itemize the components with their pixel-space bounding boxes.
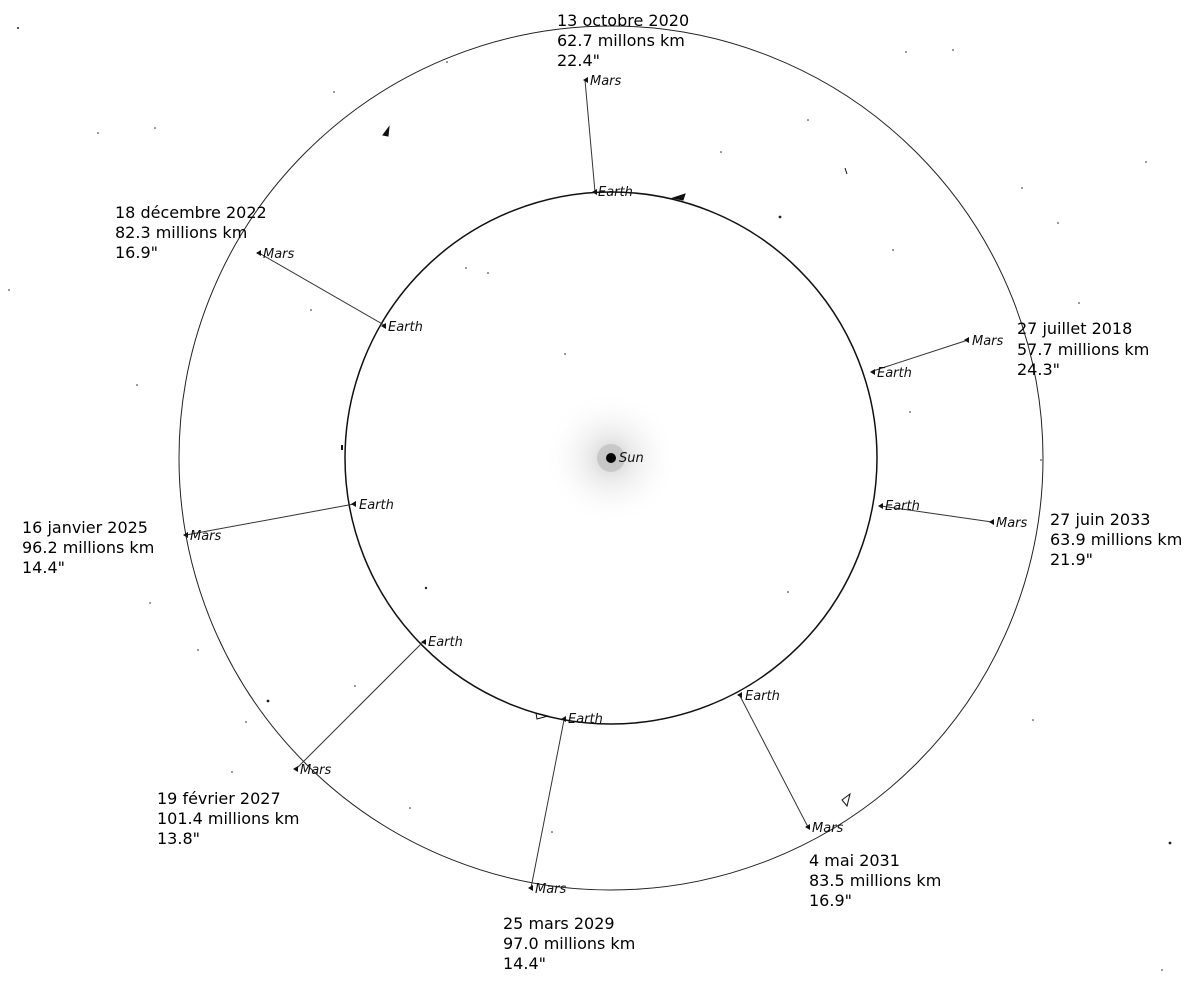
opposition-label-2031: 4 mai 2031 83.5 millions km 16.9" (809, 851, 941, 910)
svg-text:Earth: Earth (428, 635, 463, 650)
svg-text:16.9": 16.9" (115, 243, 158, 262)
mars-marker-2025: Mars (183, 529, 222, 544)
svg-text:19 février 2027: 19 février 2027 (157, 789, 281, 808)
svg-text:27 juin 2033: 27 juin 2033 (1050, 510, 1150, 529)
background-stars (8, 27, 1172, 971)
svg-text:Mars: Mars (996, 516, 1028, 531)
earth-marker-2018: Earth (870, 366, 912, 381)
earth-positions: Earth Earth Earth Earth Earth Earth Eart… (351, 185, 920, 727)
svg-text:Earth: Earth (388, 320, 423, 335)
svg-text:Mars: Mars (972, 334, 1004, 349)
earth-marker-2020: Earth (592, 185, 633, 200)
svg-text:Earth: Earth (745, 689, 780, 704)
svg-text:57.7 millions km: 57.7 millions km (1017, 340, 1149, 359)
earth-marker-2033: Earth (878, 499, 920, 514)
opposition-label-2020: 13 octobre 2020 62.7 millons km 22.4" (557, 11, 689, 70)
opposition-label-2027: 19 février 2027 101.4 millions km 13.8" (157, 789, 299, 848)
svg-text:Mars: Mars (590, 74, 622, 89)
mars-orbit (178, 25, 1044, 891)
svg-text:62.7 millons km: 62.7 millons km (557, 31, 685, 50)
svg-text:24.3": 24.3" (1017, 360, 1060, 379)
sun-label: Sun (619, 451, 644, 466)
opposition-label-2029: 25 mars 2029 97.0 millions km 14.4" (503, 914, 635, 973)
svg-text:Mars: Mars (190, 529, 222, 544)
svg-text:Earth: Earth (877, 366, 912, 381)
sun-disk (606, 453, 616, 463)
opposition-label-2022: 18 décembre 2022 82.3 millions km 16.9" (115, 203, 267, 262)
opposition-label-2018: 27 juillet 2018 57.7 millions km 24.3" (1017, 319, 1149, 379)
svg-text:27 juillet 2018: 27 juillet 2018 (1017, 319, 1132, 338)
mars-marker-2022: Mars (256, 247, 295, 262)
mars-marker-2029: Mars (528, 882, 567, 897)
mars-marker-2033: Mars (989, 516, 1028, 531)
svg-text:Mars: Mars (263, 247, 295, 262)
mars-positions: Mars Mars Mars Mars Mars Mars Mars Mars (183, 74, 1028, 897)
svg-text:14.4": 14.4" (503, 954, 546, 973)
mars-marker-2031: Mars (805, 821, 844, 836)
svg-text:25 mars 2029: 25 mars 2029 (503, 914, 615, 933)
svg-text:82.3 millions km: 82.3 millions km (115, 223, 247, 242)
opposition-label-2033: 27 juin 2033 63.9 millions km 21.9" (1050, 510, 1182, 569)
mars-marker-2020: Mars (583, 74, 622, 89)
mars-marker-2027: Mars (293, 763, 332, 778)
svg-text:Earth: Earth (598, 185, 633, 200)
svg-text:13 octobre 2020: 13 octobre 2020 (557, 11, 689, 30)
svg-text:Earth: Earth (885, 499, 920, 514)
svg-text:13.8": 13.8" (157, 829, 200, 848)
svg-text:16.9": 16.9" (809, 891, 852, 910)
svg-text:18 décembre 2022: 18 décembre 2022 (115, 203, 267, 222)
earth-marker-2031: Earth (737, 689, 780, 704)
svg-text:Mars: Mars (812, 821, 844, 836)
earth-orbit (344, 191, 878, 725)
svg-text:96.2 millions km: 96.2 millions km (22, 538, 154, 557)
orbit-direction-markers (341, 125, 851, 808)
svg-text:16 janvier 2025: 16 janvier 2025 (22, 518, 148, 537)
svg-text:Earth: Earth (568, 712, 603, 727)
svg-text:97.0 millions km: 97.0 millions km (503, 934, 635, 953)
earth-marker-2022: Earth (381, 320, 423, 335)
svg-text:Mars: Mars (300, 763, 332, 778)
svg-text:4 mai 2031: 4 mai 2031 (809, 851, 900, 870)
svg-text:22.4": 22.4" (557, 51, 600, 70)
earth-marker-2025: Earth (351, 498, 394, 513)
earth-marker-2029: Earth (561, 712, 603, 727)
svg-text:14.4": 14.4" (22, 558, 65, 577)
svg-text:101.4 millions km: 101.4 millions km (157, 809, 299, 828)
opposition-lines (185, 79, 993, 889)
svg-text:63.9 millions km: 63.9 millions km (1050, 530, 1182, 549)
sun: Sun (543, 390, 679, 526)
earth-marker-2027: Earth (421, 635, 463, 650)
svg-text:83.5 millions km: 83.5 millions km (809, 871, 941, 890)
svg-text:21.9": 21.9" (1050, 550, 1093, 569)
mars-marker-2018: Mars (964, 334, 1004, 349)
opposition-label-2025: 16 janvier 2025 96.2 millions km 14.4" (22, 518, 154, 577)
svg-text:Mars: Mars (535, 882, 567, 897)
svg-text:Earth: Earth (359, 498, 394, 513)
